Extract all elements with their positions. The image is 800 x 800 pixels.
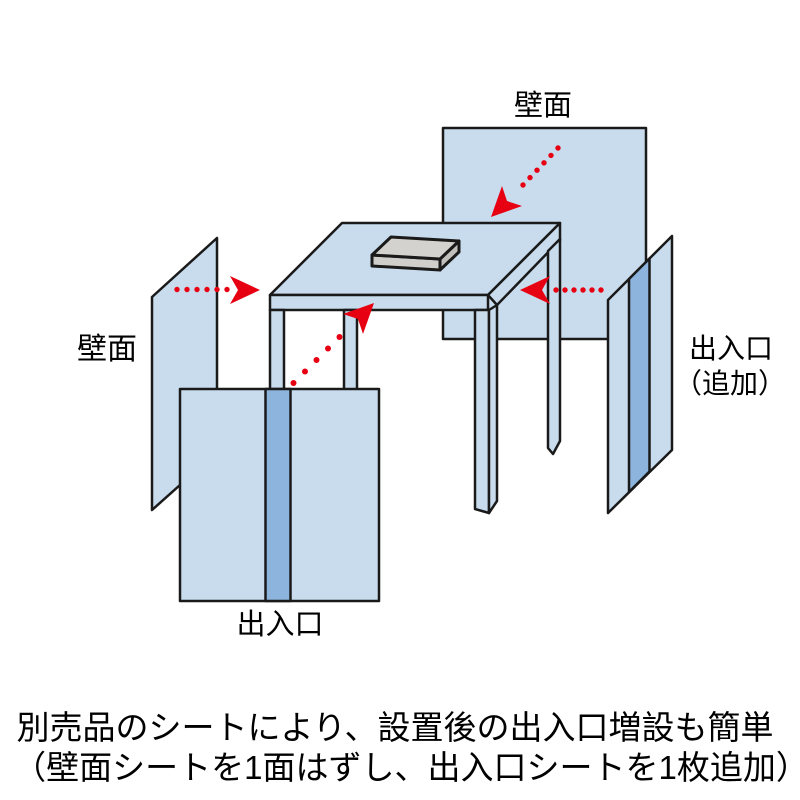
caption-line-2: （壁面シートを1面はずし、出入口シートを1枚追加）	[13, 749, 800, 786]
labels: 壁面 壁面 出入口 出入口 （追加） 別売品のシートにより、設置後の出入口増設も…	[13, 89, 800, 786]
table-leg-front-right-side	[487, 303, 499, 515]
door-panel-right-stripe	[627, 257, 651, 494]
door-panel-front-stripe	[264, 387, 292, 603]
arrow-dot	[290, 380, 297, 386]
table-leg-back-left	[342, 308, 359, 394]
arrow-dot	[580, 287, 586, 293]
label-door-right-main: 出入口	[689, 333, 773, 364]
arrow-dot	[541, 160, 547, 166]
arrow-dot	[204, 286, 210, 293]
arrow-dot	[589, 287, 595, 293]
arrow-door-front	[290, 303, 374, 386]
arrow-dot	[174, 286, 180, 293]
arrow-dot	[194, 286, 200, 293]
arrow-dot	[336, 334, 343, 340]
label-door-front: 出入口	[236, 608, 323, 641]
arrow-dot	[555, 145, 561, 151]
arrow-dot	[553, 287, 559, 293]
arrow-dot	[325, 345, 331, 352]
arrowhead-down-left-icon	[491, 186, 522, 217]
arrows	[174, 145, 604, 386]
box-top-face	[370, 235, 461, 261]
arrow-dot	[598, 287, 604, 293]
arrow-dot	[562, 287, 568, 293]
table-leg-front-left	[268, 308, 286, 394]
label-door-right-sub: （追加）	[674, 368, 786, 399]
door-panel-front	[178, 387, 381, 603]
arrow-wall-top	[491, 145, 561, 217]
arrow-door-right	[520, 276, 604, 304]
arrowhead-right-icon	[230, 276, 260, 304]
arrow-dot	[534, 167, 540, 173]
arrow-dot	[313, 357, 320, 363]
arrow-wall-left	[174, 276, 260, 304]
arrow-dot	[571, 287, 577, 293]
arrowhead-up-right-icon	[343, 303, 374, 334]
arrowhead-left-icon	[520, 276, 550, 304]
arrow-dot	[224, 286, 230, 293]
diagram-shapes	[150, 126, 674, 603]
table-leg-front-right	[473, 308, 491, 515]
table-leg-back-right	[546, 237, 562, 456]
arrow-dot	[527, 174, 533, 181]
table-edge-front	[268, 293, 490, 312]
label-wall-left: 壁面	[77, 333, 137, 366]
label-wall-top: 壁面	[514, 89, 572, 122]
arrow-dot	[302, 368, 308, 375]
door-panel-right	[606, 234, 674, 515]
arrow-dot	[184, 286, 190, 293]
arrow-dot	[520, 182, 526, 188]
arrow-dot	[214, 286, 220, 293]
caption-line-1: 別売品のシートにより、設置後の出入口増設も簡単	[16, 709, 773, 746]
arrow-dot	[548, 152, 554, 159]
tabletop-box	[370, 235, 461, 272]
